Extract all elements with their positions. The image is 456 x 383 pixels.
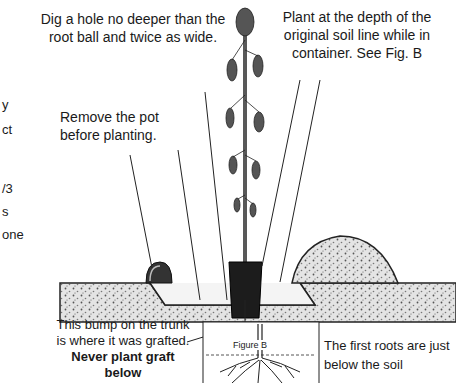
removed-pot	[146, 262, 172, 283]
roots	[220, 358, 300, 383]
graft-warning: Never plant graft below	[71, 349, 174, 380]
foliage	[226, 8, 264, 217]
graft-note: This bump on the trunk is where it was g…	[56, 317, 190, 381]
tree-trunk	[244, 10, 246, 262]
figure-label: Figure B	[232, 340, 268, 350]
cropped-text: ct	[2, 121, 12, 139]
graft-text: This bump on the trunk is where it was g…	[57, 317, 190, 348]
figure-label-box: Figure B	[232, 334, 268, 352]
inset-frame	[203, 322, 319, 383]
depth-note: Plant at the depth of the original soil …	[262, 8, 452, 62]
cropped-text: one	[2, 226, 24, 244]
cropped-text: /3	[2, 180, 13, 198]
cropped-text: y	[2, 96, 9, 114]
cropped-text: s	[2, 203, 9, 221]
soil-mound	[292, 236, 398, 283]
pot-note: Remove the pot before planting.	[60, 108, 172, 144]
roots-note: The first roots are just below the soil	[324, 336, 452, 374]
dig-note: Dig a hole no deeper than the root ball …	[38, 10, 228, 46]
